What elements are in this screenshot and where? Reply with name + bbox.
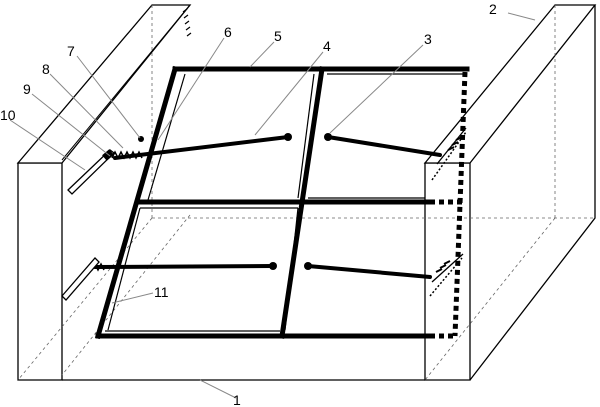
label-9: 9: [23, 81, 31, 97]
rods: [93, 135, 442, 279]
label-4: 4: [323, 38, 331, 54]
rod-lower-left: [93, 264, 275, 269]
rod-end-ball: [324, 133, 332, 141]
hidden-right-bottom-diag: [424, 217, 556, 381]
frame-right-edge-hidden: [452, 71, 468, 337]
leader-7: [76, 55, 141, 139]
leader-11: [111, 292, 154, 304]
rod-upper-left: [113, 135, 290, 160]
rod-upper-right: [326, 135, 442, 157]
anchor-plate-lower: [61, 257, 100, 301]
rod-ends: [138, 133, 332, 270]
right-spring-coil-upper: [447, 136, 463, 151]
label-7: 7: [67, 43, 75, 59]
frame-inner-lines: [105, 73, 463, 332]
right-spring-coil-lower: [435, 260, 451, 273]
anchor-right-upper: [436, 127, 467, 165]
rod-end-ball: [284, 133, 292, 141]
left-wall-front: [17, 162, 63, 381]
rod-end-ball: [269, 262, 277, 270]
frame-inner-left: [147, 73, 186, 201]
hidden-edges: [17, 5, 595, 381]
leader-3: [329, 44, 424, 134]
spring-upper-left: [111, 150, 143, 160]
number-labels: 1 2 3 4 5 6 7 8 9 10 11: [0, 1, 497, 407]
frame-right-hidden: [430, 71, 468, 339]
label-2: 2: [489, 1, 497, 17]
rod-lower-right: [306, 264, 432, 279]
label-3: 3: [424, 31, 432, 47]
leader-4: [254, 51, 324, 136]
label-10: 10: [0, 107, 16, 123]
leader-6: [157, 37, 225, 141]
frame-inner-mid-b: [284, 207, 299, 331]
leader-2: [507, 12, 536, 21]
hidden-left-inner-diag: [61, 214, 191, 376]
hidden-left-bottom-diag: [17, 217, 153, 381]
right-wall-top: [423, 4, 597, 164]
leader-8: [49, 73, 124, 149]
frame-inner-mid-a: [297, 73, 315, 199]
right-wall-front: [424, 162, 471, 381]
right-anchors: [431, 127, 467, 283]
anchor-right-lower: [431, 253, 464, 283]
label-8: 8: [42, 61, 50, 77]
label-6: 6: [224, 24, 232, 40]
right-springs: [429, 131, 467, 297]
leader-lines: [9, 12, 536, 399]
leader-5: [249, 41, 275, 68]
leader-9: [31, 93, 111, 157]
left-top-rail-coil: [182, 8, 192, 37]
rod-end-ball: [304, 262, 312, 270]
leader-10: [9, 119, 86, 171]
label-5: 5: [274, 28, 282, 44]
right-wall-side: [469, 5, 596, 381]
left-anchors: [61, 149, 115, 301]
leader-1: [199, 379, 237, 399]
label-1: 1: [233, 392, 241, 407]
spring-lower-right: [429, 257, 463, 297]
anchor-plate-upper: [67, 149, 115, 195]
left-wall-top: [16, 4, 192, 164]
spring-upper-right: [431, 131, 467, 181]
outer-box: [16, 4, 597, 381]
frame-inner-left-low: [107, 207, 141, 331]
label-11: 11: [154, 284, 169, 300]
